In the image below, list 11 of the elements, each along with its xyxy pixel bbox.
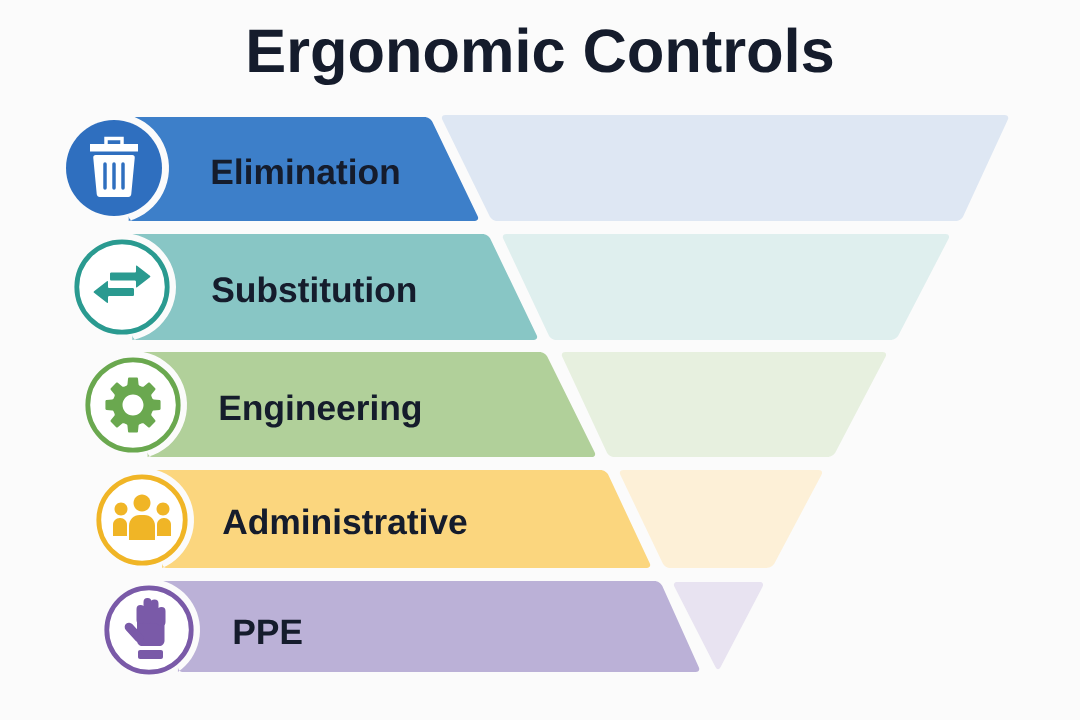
title: Ergonomic Controls xyxy=(249,27,833,85)
funnel-segment xyxy=(561,352,887,457)
level-band: Substitution xyxy=(132,234,538,340)
level-band: PPE xyxy=(163,581,700,672)
level-band: Administrative xyxy=(156,470,651,568)
level-band: Engineering xyxy=(143,352,596,457)
funnel-segment xyxy=(619,470,823,568)
funnel-segment xyxy=(441,115,1009,221)
funnel-tip xyxy=(673,582,764,670)
funnel-segment xyxy=(502,234,950,340)
level-band: Elimination xyxy=(128,117,479,221)
